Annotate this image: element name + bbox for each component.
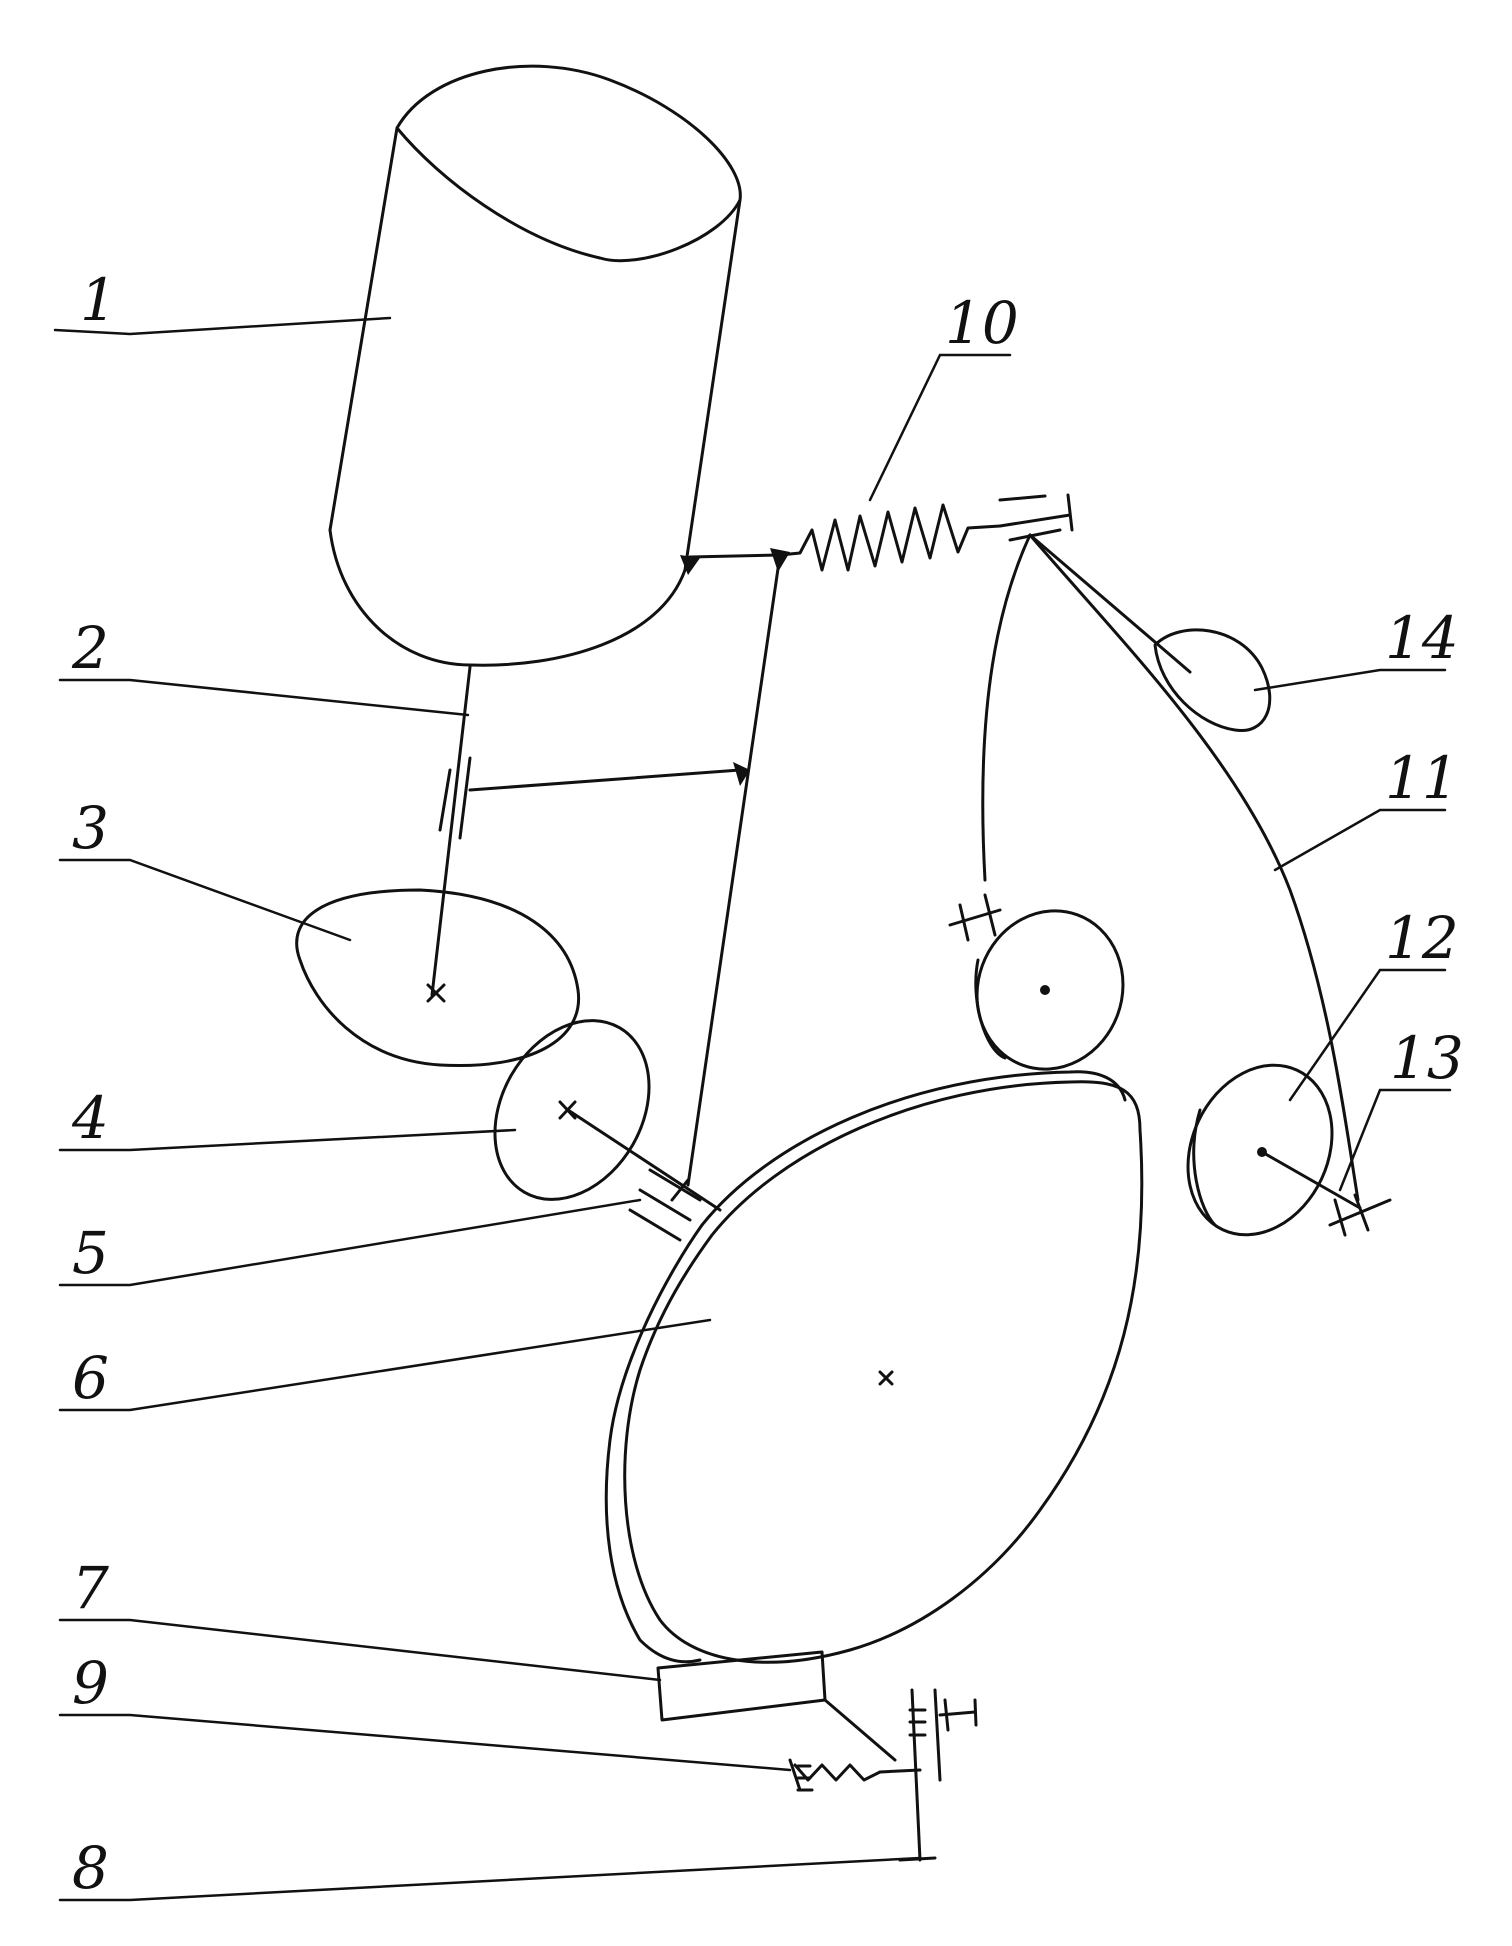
disc-part-4	[493, 1019, 722, 1212]
bearing-part-13	[1328, 1193, 1392, 1237]
roller-part-12	[1186, 1063, 1362, 1237]
label-9: 9	[72, 1649, 109, 1717]
label-8: 8	[72, 1834, 109, 1902]
leader-lines	[53, 316, 1452, 1902]
label-14: 14	[1385, 604, 1459, 672]
block-part-7	[656, 1650, 897, 1762]
bearing-part-5	[628, 1168, 702, 1242]
label-2: 2	[71, 614, 109, 682]
spring-part-10	[778, 493, 1074, 572]
label-3: 3	[72, 794, 109, 862]
label-11: 11	[1385, 744, 1459, 812]
part-labels: 1 2 3 4 5 6 7 9 8 10 14 11 12 13	[71, 266, 1464, 1902]
label-7: 7	[72, 1554, 109, 1622]
pivot-arms	[981, 533, 1360, 1202]
label-5: 5	[72, 1219, 109, 1287]
label-13: 13	[1390, 1024, 1464, 1092]
base-part-8	[898, 1688, 978, 1862]
cam-part-14	[1153, 628, 1272, 733]
upper-roller	[948, 893, 1125, 1071]
large-disc-part-6	[604, 1070, 1144, 1664]
label-1: 1	[80, 266, 117, 334]
frame-bar	[680, 548, 790, 1187]
disc-part-3	[295, 888, 581, 1068]
label-6: 6	[72, 1344, 109, 1412]
label-12: 12	[1385, 904, 1459, 972]
label-10: 10	[945, 289, 1019, 357]
label-4: 4	[71, 1084, 109, 1152]
spring-part-9	[788, 1758, 922, 1792]
shaft-part-2	[426, 665, 742, 1003]
cylinder-part-1	[328, 64, 742, 667]
